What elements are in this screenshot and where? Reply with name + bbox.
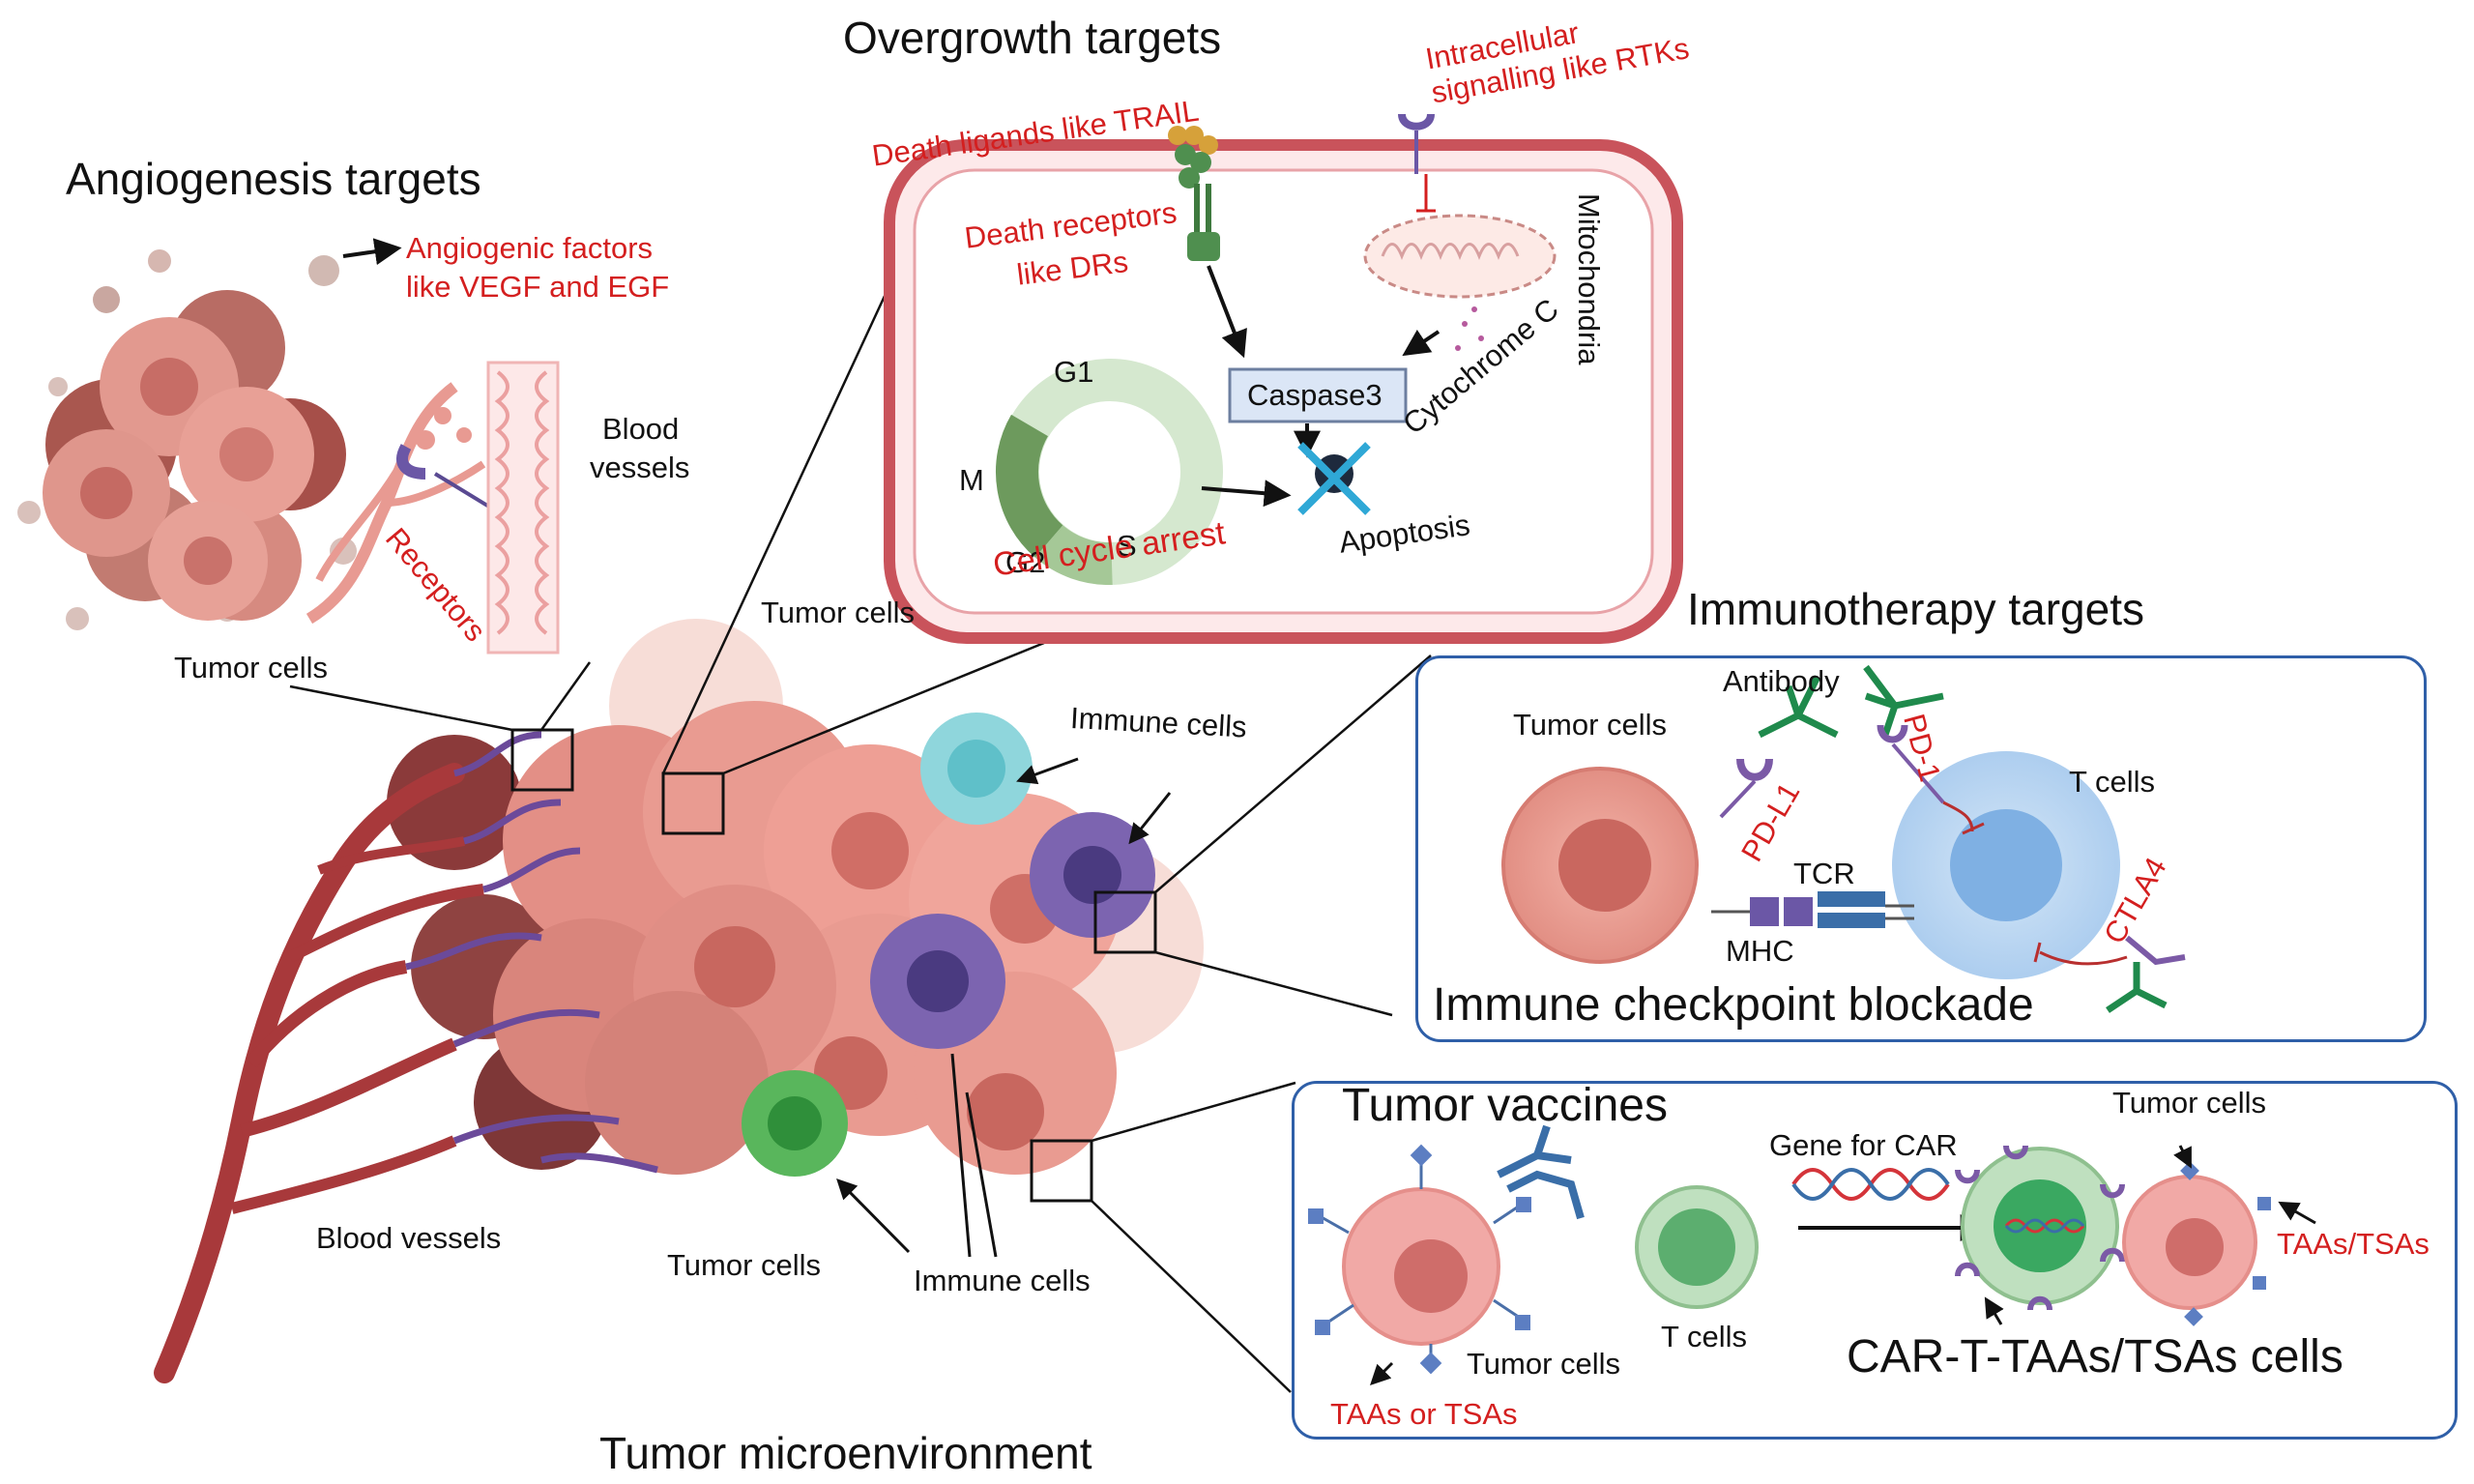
g1-label: G1 bbox=[1054, 355, 1094, 389]
angiogenesis-tumor-cells-label: Tumor cells bbox=[174, 651, 329, 684]
checkpoint-title: Immune checkpoint blockade bbox=[1433, 979, 2034, 1031]
caspase-label: Caspase3 bbox=[1247, 378, 1383, 412]
vaccines-title: Tumor vaccines bbox=[1342, 1080, 1668, 1131]
immune-checkpoint-panel bbox=[1415, 655, 2427, 1042]
blood-vessels-bottom-label: Blood vessels bbox=[316, 1221, 502, 1255]
blood-vessels-label-2: vessels bbox=[590, 451, 690, 484]
angiogenesis-title: Angiogenesis targets bbox=[66, 154, 481, 204]
mhc-label: MHC bbox=[1726, 934, 1794, 968]
s-label: S bbox=[1117, 529, 1137, 563]
overgrowth-cell bbox=[884, 113, 1683, 644]
car-t-label: CAR-T-TAAs/TSAs cells bbox=[1847, 1331, 2343, 1382]
checkpoint-illustration bbox=[1501, 664, 2186, 1013]
vaccines-tumor-cells-top-label: Tumor cells bbox=[2112, 1086, 2267, 1120]
tcr-label: TCR bbox=[1793, 857, 1855, 890]
antibody-label: Antibody bbox=[1723, 664, 1840, 698]
leader-lines bbox=[289, 253, 1432, 1393]
taas-or-tsas-label: TAAs or TSAs bbox=[1330, 1397, 1518, 1431]
tumor-cells-top-label: Tumor cells bbox=[761, 596, 916, 629]
checkpoint-tumor-cells-label: Tumor cells bbox=[1513, 708, 1668, 742]
immunotherapy-title: Immunotherapy targets bbox=[1687, 584, 2145, 634]
mitochondria-label: Mitochondria bbox=[1572, 193, 1606, 365]
g2-label: G2 bbox=[1005, 545, 1046, 579]
tumor-microenvironment-illustration bbox=[154, 619, 1204, 1383]
angiogenic-factors-label-2: like VEGF and EGF bbox=[406, 270, 670, 304]
taas-tsas-label: TAAs/TSAs bbox=[2277, 1227, 2430, 1261]
t-cells-label: T cells bbox=[2069, 765, 2156, 799]
vaccines-illustration bbox=[1308, 1124, 2316, 1385]
overgrowth-title: Overgrowth targets bbox=[843, 13, 1222, 63]
tumor-cells-bottom-label: Tumor cells bbox=[667, 1248, 822, 1282]
angiogenesis-illustration bbox=[17, 238, 560, 655]
microenvironment-title: Tumor microenvironment bbox=[599, 1428, 1092, 1478]
angiogenic-factors-label: Angiogenic factors bbox=[406, 231, 654, 265]
gene-for-car-label: Gene for CAR bbox=[1769, 1128, 1958, 1162]
tumor-vaccines-panel bbox=[1292, 1081, 2458, 1440]
vaccines-t-cells-label: T cells bbox=[1661, 1320, 1748, 1353]
immune-cells-bottom-label: Immune cells bbox=[914, 1264, 1091, 1297]
m-label: M bbox=[959, 463, 984, 497]
vaccines-tumor-cells-bottom-label: Tumor cells bbox=[1467, 1347, 1621, 1381]
blood-vessels-label: Blood bbox=[602, 412, 680, 446]
